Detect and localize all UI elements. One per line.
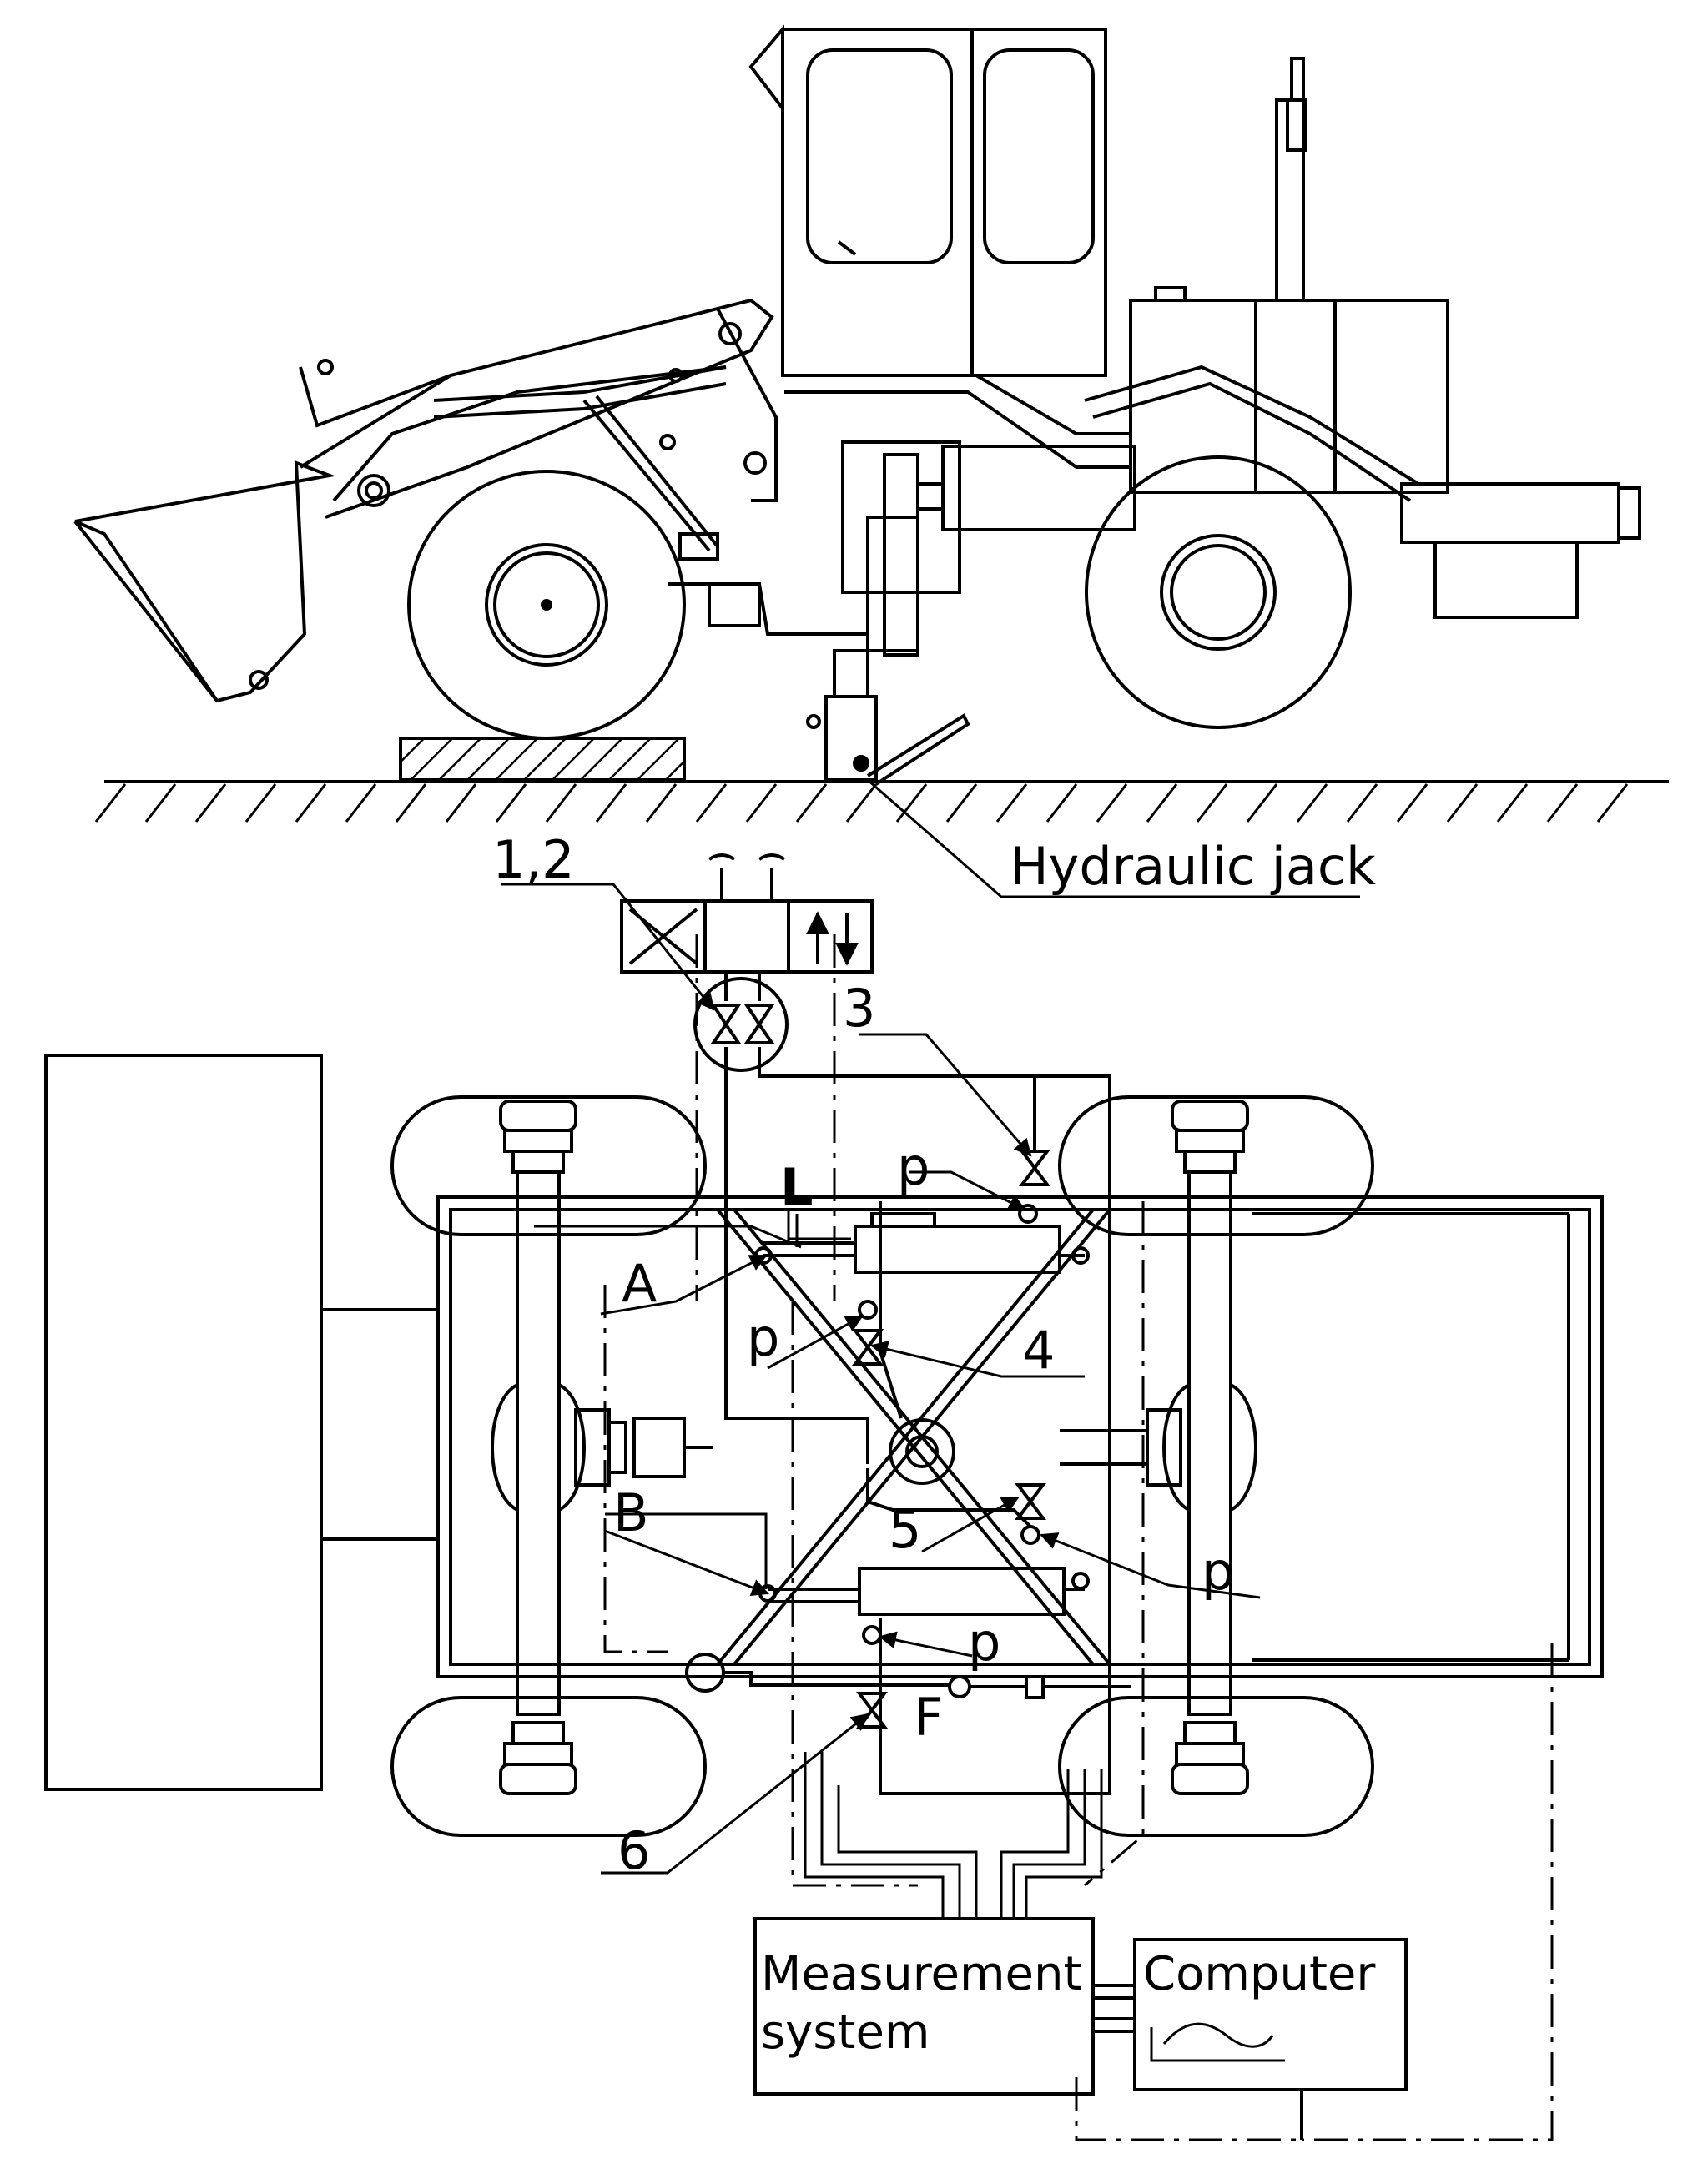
valve-3 <box>1019 1150 1050 1186</box>
loader-engine-hood <box>1129 57 1641 619</box>
label-point-A: A <box>622 1253 657 1314</box>
signal-cables <box>804 1752 1103 1919</box>
steering-cylinder-upper <box>754 1212 1090 1274</box>
loader-cab <box>748 24 1107 377</box>
hydraulic-jack-label: Hydraulic jack <box>1010 836 1376 897</box>
label-pressure-2: p <box>747 1307 779 1368</box>
wheel-loader-side-view <box>73 24 1669 823</box>
loader-frame <box>784 365 1420 657</box>
label-pressure-4: p <box>968 1612 1000 1673</box>
hydraulic-jack-callout: Hydraulic jack <box>867 778 1376 898</box>
label-force-L: L <box>780 1157 814 1218</box>
chassis-frame <box>436 1195 1604 1678</box>
computer-box <box>1133 1938 1408 2091</box>
wheel-support-block <box>399 737 686 782</box>
valve-1-2 <box>693 977 789 1072</box>
loader-rear-wheel <box>1085 455 1352 729</box>
label-valve-1-2: 1,2 <box>492 829 575 890</box>
force-sensor-assembly <box>685 1653 1131 1699</box>
measurement-system-box <box>753 1917 1095 2096</box>
label-valve-3: 3 <box>843 978 875 1039</box>
label-valve-6: 6 <box>617 1820 650 1881</box>
schematic-axles <box>491 1100 1257 1795</box>
label-pressure-3: p <box>1202 1541 1234 1602</box>
schematic-top-view <box>44 853 1604 2141</box>
schematic-wheels <box>390 1095 1374 1837</box>
label-valve-4: 4 <box>1022 1320 1055 1381</box>
label-force-F: F <box>914 1687 944 1748</box>
label-pressure-1: p <box>897 1136 930 1197</box>
signal-waveform-icon <box>1162 2022 1274 2048</box>
front-attachment-outline <box>44 1054 323 1791</box>
ground-line <box>94 780 1669 823</box>
label-point-B: B <box>613 1482 649 1543</box>
loader-boom-and-bucket <box>73 298 868 703</box>
dash-dot-lines <box>603 934 1554 2141</box>
measurement-system-label-2: system <box>761 2005 930 2060</box>
computer-label: Computer <box>1143 1947 1376 2001</box>
measurement-system-label-1: Measurement <box>761 1947 1081 2001</box>
valve-5 <box>1015 1483 1046 1520</box>
hydraulic-lines <box>724 972 1111 1795</box>
hydraulic-jack-drawing <box>806 649 970 786</box>
schematic-labels: 1,2 3 p L A p 4 B 5 p p F 6 Measurement … <box>492 829 1376 2060</box>
loader-front-wheel <box>407 470 686 740</box>
label-valve-5: 5 <box>889 1499 921 1560</box>
